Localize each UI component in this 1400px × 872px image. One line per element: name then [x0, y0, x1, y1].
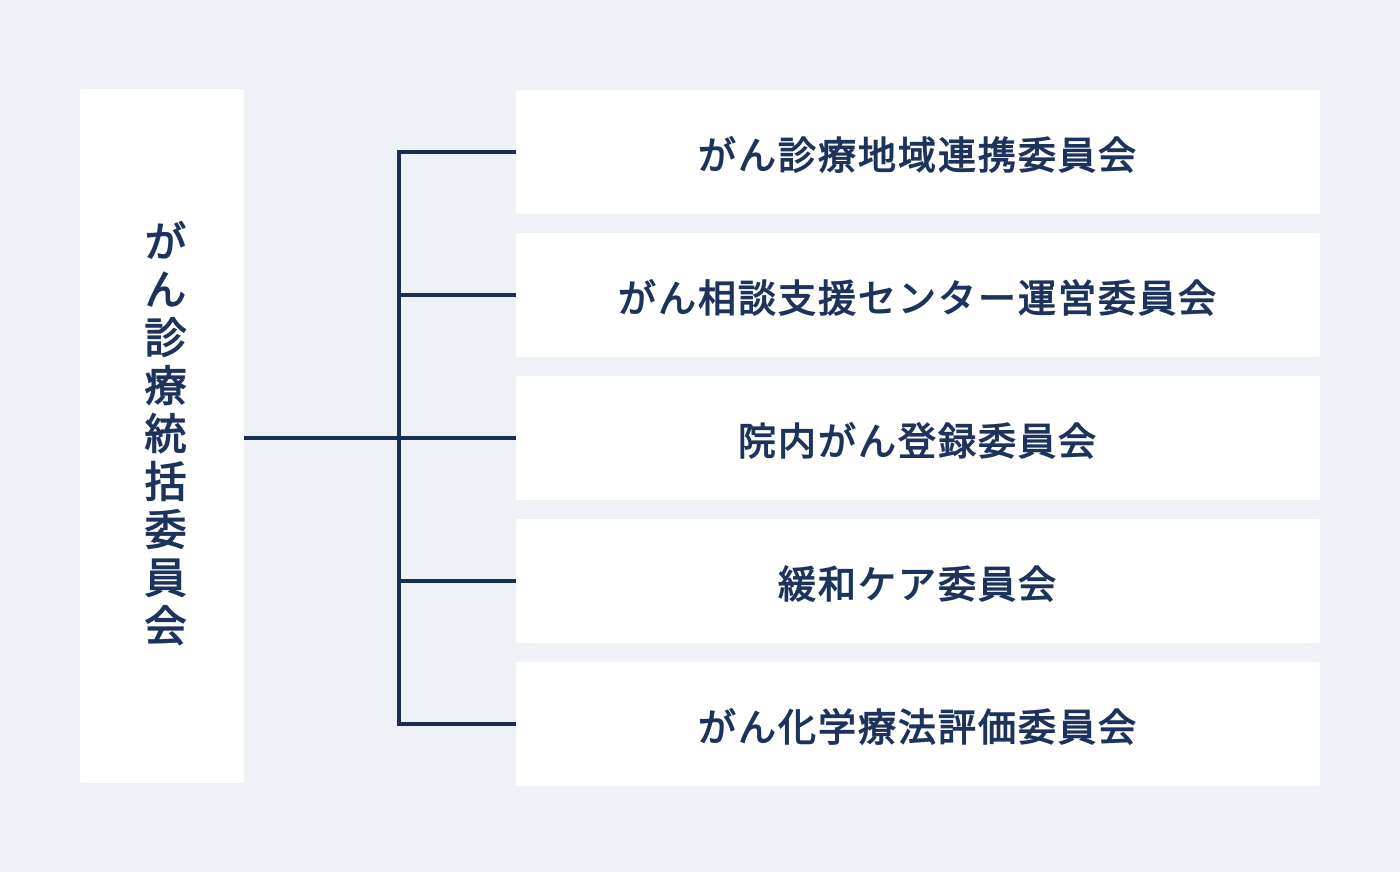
committee-label: 緩和ケア委員会 [777, 562, 1058, 607]
committee-list: がん診療地域連携委員会 がん相談支援センター運営委員会 院内がん登録委員会 緩和… [516, 90, 1320, 786]
committee-label: がん診療地域連携委員会 [697, 133, 1138, 178]
connector-root-to-trunk [244, 436, 516, 440]
committee-box-chemotherapy-evaluation: がん化学療法評価委員会 [516, 662, 1320, 786]
root-committee-label: がん診療統括委員会 [138, 220, 187, 652]
committee-label: がん化学療法評価委員会 [697, 705, 1138, 750]
connector-branch-4 [397, 579, 516, 583]
committee-box-hospital-cancer-registry: 院内がん登録委員会 [516, 376, 1320, 500]
committee-label: がん相談支援センター運営委員会 [617, 276, 1218, 321]
connector-branch-5 [397, 722, 516, 726]
committee-box-consultation-support-center: がん相談支援センター運営委員会 [516, 233, 1320, 357]
committee-box-palliative-care: 緩和ケア委員会 [516, 519, 1320, 643]
root-committee-box: がん診療統括委員会 [80, 89, 244, 783]
committee-label: 院内がん登録委員会 [737, 419, 1098, 464]
connector-branch-2 [397, 293, 516, 297]
committee-box-regional-cooperation: がん診療地域連携委員会 [516, 90, 1320, 214]
connector-branch-1 [397, 150, 516, 154]
